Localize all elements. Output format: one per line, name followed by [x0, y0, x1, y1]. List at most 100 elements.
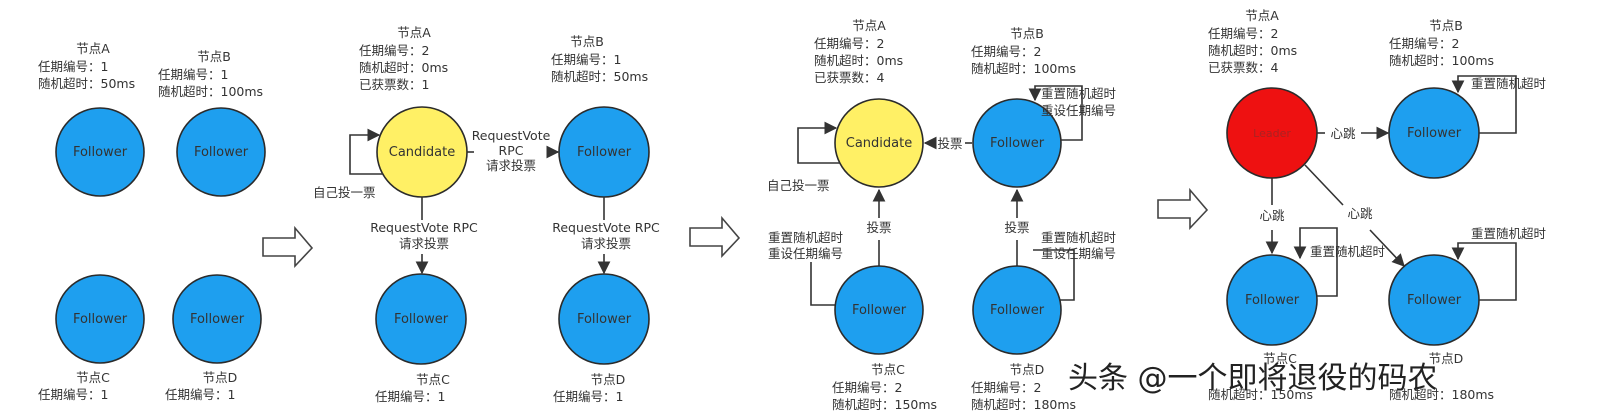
- stage2-self-vote-loop: [349, 128, 383, 175]
- stage3-node-d-title: 节点D: [1010, 362, 1045, 377]
- stage4-heartbeat-d-label: 心跳: [1347, 206, 1373, 221]
- stage3-vote-c-label: 投票: [866, 220, 891, 235]
- stage2-node-b-timeout: 随机超时：50ms: [551, 69, 648, 84]
- stage1-node-d-role: Follower: [190, 312, 245, 327]
- stage4-node-d-reset-label: 重置随机超时: [1471, 226, 1547, 241]
- stage3-node-b-reset-timeout: 重置随机超时: [1041, 86, 1117, 101]
- stage3-node-d-reset-line: [1033, 249, 1075, 301]
- stage3-node-c-title: 节点C: [871, 362, 905, 377]
- stage3-node-b-timeout: 随机超时：100ms: [971, 61, 1076, 76]
- stage-2: 节点A 任期编号：2 随机超时：0ms 已获票数：1 Candidate 自己投…: [313, 25, 660, 404]
- stage2-node-a-term: 任期编号：2: [359, 43, 429, 58]
- stage4-node-c-reset-label: 重置随机超时: [1310, 244, 1386, 259]
- stage-1: 节点A 任期编号：1 随机超时：50ms Follower 节点B 任期编号：1…: [38, 41, 266, 402]
- stage4-node-c-timeout: 随机超时：150ms: [1208, 387, 1313, 402]
- stage2-node-b-title: 节点B: [570, 34, 604, 49]
- stage3-vote-d-label: 投票: [1004, 220, 1029, 235]
- stage2-rpc-c-label-2: 请求投票: [399, 236, 449, 251]
- stage4-node-b-term: 任期编号：2: [1389, 36, 1459, 51]
- stage3-node-b-term: 任期编号：2: [971, 44, 1041, 59]
- stage4-node-b-title: 节点B: [1429, 18, 1463, 33]
- stage2-rpc-inline-1: RequestVote: [472, 128, 551, 143]
- stage1-node-b-circle: [176, 107, 266, 197]
- stage3-node-b-reset-term: 重设任期编号: [1041, 103, 1116, 118]
- stage2-node-d-title: 节点D: [591, 372, 626, 387]
- stage4-heartbeat-c-label: 心跳: [1259, 208, 1285, 223]
- stage4-node-c-circle: [1226, 254, 1318, 346]
- stage2-rpc-inline-3: 请求投票: [486, 158, 536, 173]
- stage2-rpc-c-label-1: RequestVote RPC: [370, 220, 478, 235]
- stage3-node-d-reset-term: 重设任期编号: [1041, 246, 1116, 261]
- stage3-node-d-circle: [972, 265, 1062, 355]
- stage1-node-b-title: 节点B: [197, 49, 231, 64]
- stage4-node-d-title: 节点D: [1429, 351, 1464, 366]
- stage3-vote-b-label: 投票: [937, 136, 962, 151]
- stage3-node-c-term: 任期编号：2: [832, 380, 902, 395]
- stage3-node-d-reset-timeout: 重置随机超时: [1041, 230, 1117, 245]
- stage-3: 节点A 任期编号：2 随机超时：0ms 已获票数：4 Candidate 自己投…: [767, 18, 1117, 412]
- stage2-node-c-circle: [375, 273, 467, 365]
- stage1-node-a-timeout: 随机超时：50ms: [38, 76, 135, 91]
- stage3-node-c-role: Follower: [852, 303, 907, 318]
- stage4-node-d-role: Follower: [1407, 293, 1462, 308]
- stage3-node-c-reset-line: [810, 262, 838, 306]
- stage3-node-b-reset-loop: [1028, 85, 1083, 141]
- stage4-node-a-title: 节点A: [1245, 8, 1279, 23]
- stage3-node-c-reset-term: 重设任期编号: [768, 246, 843, 261]
- stage2-node-d-role: Follower: [577, 312, 632, 327]
- stage4-node-a-votes: 已获票数：4: [1208, 60, 1279, 75]
- stage4-node-b-timeout: 随机超时：100ms: [1389, 53, 1494, 68]
- stage3-node-b-circle: [972, 98, 1062, 188]
- stage2-node-b-role: Follower: [577, 145, 632, 160]
- stage2-node-c-title: 节点C: [416, 372, 450, 387]
- stage2-node-a-votes: 已获票数：1: [359, 77, 429, 92]
- stage-transition-arrow-1: [262, 225, 314, 269]
- stage4-node-a-term: 任期编号：2: [1208, 26, 1278, 41]
- stage4-node-a-role: Leader: [1253, 127, 1291, 140]
- stage1-node-c-circle: [55, 274, 145, 364]
- stage-transition-arrow-3: [1157, 187, 1209, 231]
- stage3-node-c-timeout: 随机超时：150ms: [832, 397, 937, 412]
- stage3-node-b-role: Follower: [990, 136, 1045, 151]
- stage1-node-d-circle: [172, 274, 262, 364]
- stage2-node-a-role: Candidate: [389, 145, 455, 160]
- stage2-node-c-term: 任期编号：1: [375, 389, 445, 404]
- stage3-node-a-circle: [834, 98, 924, 188]
- stage4-node-c-reset-loop: [1293, 227, 1338, 297]
- stage4-heartbeat-d-edge-bottom: [1369, 229, 1405, 267]
- stage1-node-c-role: Follower: [73, 312, 128, 327]
- stage3-node-c-circle: [834, 265, 924, 355]
- stage1-node-a-role: Follower: [73, 145, 128, 160]
- stage2-node-a-title: 节点A: [397, 25, 431, 40]
- stage3-node-c-reset-timeout: 重置随机超时: [768, 230, 844, 245]
- stage1-node-a-circle: [55, 107, 145, 197]
- stage2-node-b-term: 任期编号：1: [551, 52, 621, 67]
- stage1-node-d-title: 节点D: [203, 370, 238, 385]
- stage4-node-b-reset-label: 重置随机超时: [1471, 76, 1547, 91]
- stage3-node-a-role: Candidate: [846, 136, 912, 151]
- stage1-node-b-role: Follower: [194, 145, 249, 160]
- stage1-node-d-term: 任期编号：1: [165, 387, 235, 402]
- stage3-node-d-role: Follower: [990, 303, 1045, 318]
- stage4-heartbeat-b-label: 心跳: [1330, 126, 1356, 141]
- stage4-node-b-role: Follower: [1407, 126, 1462, 141]
- stage-4: 节点A 任期编号：2 随机超时：0ms 已获票数：4 Leader 心跳 节点B…: [1208, 8, 1547, 402]
- stage3-node-d-term: 任期编号：2: [971, 380, 1041, 395]
- stage2-node-a-timeout: 随机超时：0ms: [359, 60, 448, 75]
- watermark: 头条 @一个即将退役的码农: [1068, 361, 1438, 396]
- stage1-node-b-term: 任期编号：1: [158, 67, 228, 82]
- stage3-node-a-title: 节点A: [852, 18, 886, 33]
- stage4-heartbeat-d-edge-top: [1304, 164, 1344, 206]
- stage2-node-d-term: 任期编号：1: [553, 389, 623, 404]
- stage2-node-d-circle: [558, 273, 650, 365]
- stage3-self-vote-loop: [797, 121, 840, 164]
- stage4-node-c-title: 节点C: [1263, 351, 1297, 366]
- stage2-self-vote-label: 自己投一票: [313, 185, 376, 200]
- stage3-node-a-term: 任期编号：2: [814, 36, 884, 51]
- stage1-node-c-term: 任期编号：1: [38, 387, 108, 402]
- stage3-node-b-title: 节点B: [1010, 26, 1044, 41]
- stage2-node-c-role: Follower: [394, 312, 449, 327]
- stage4-node-d-reset-loop: [1451, 242, 1517, 301]
- stage3-node-a-timeout: 随机超时：0ms: [814, 53, 903, 68]
